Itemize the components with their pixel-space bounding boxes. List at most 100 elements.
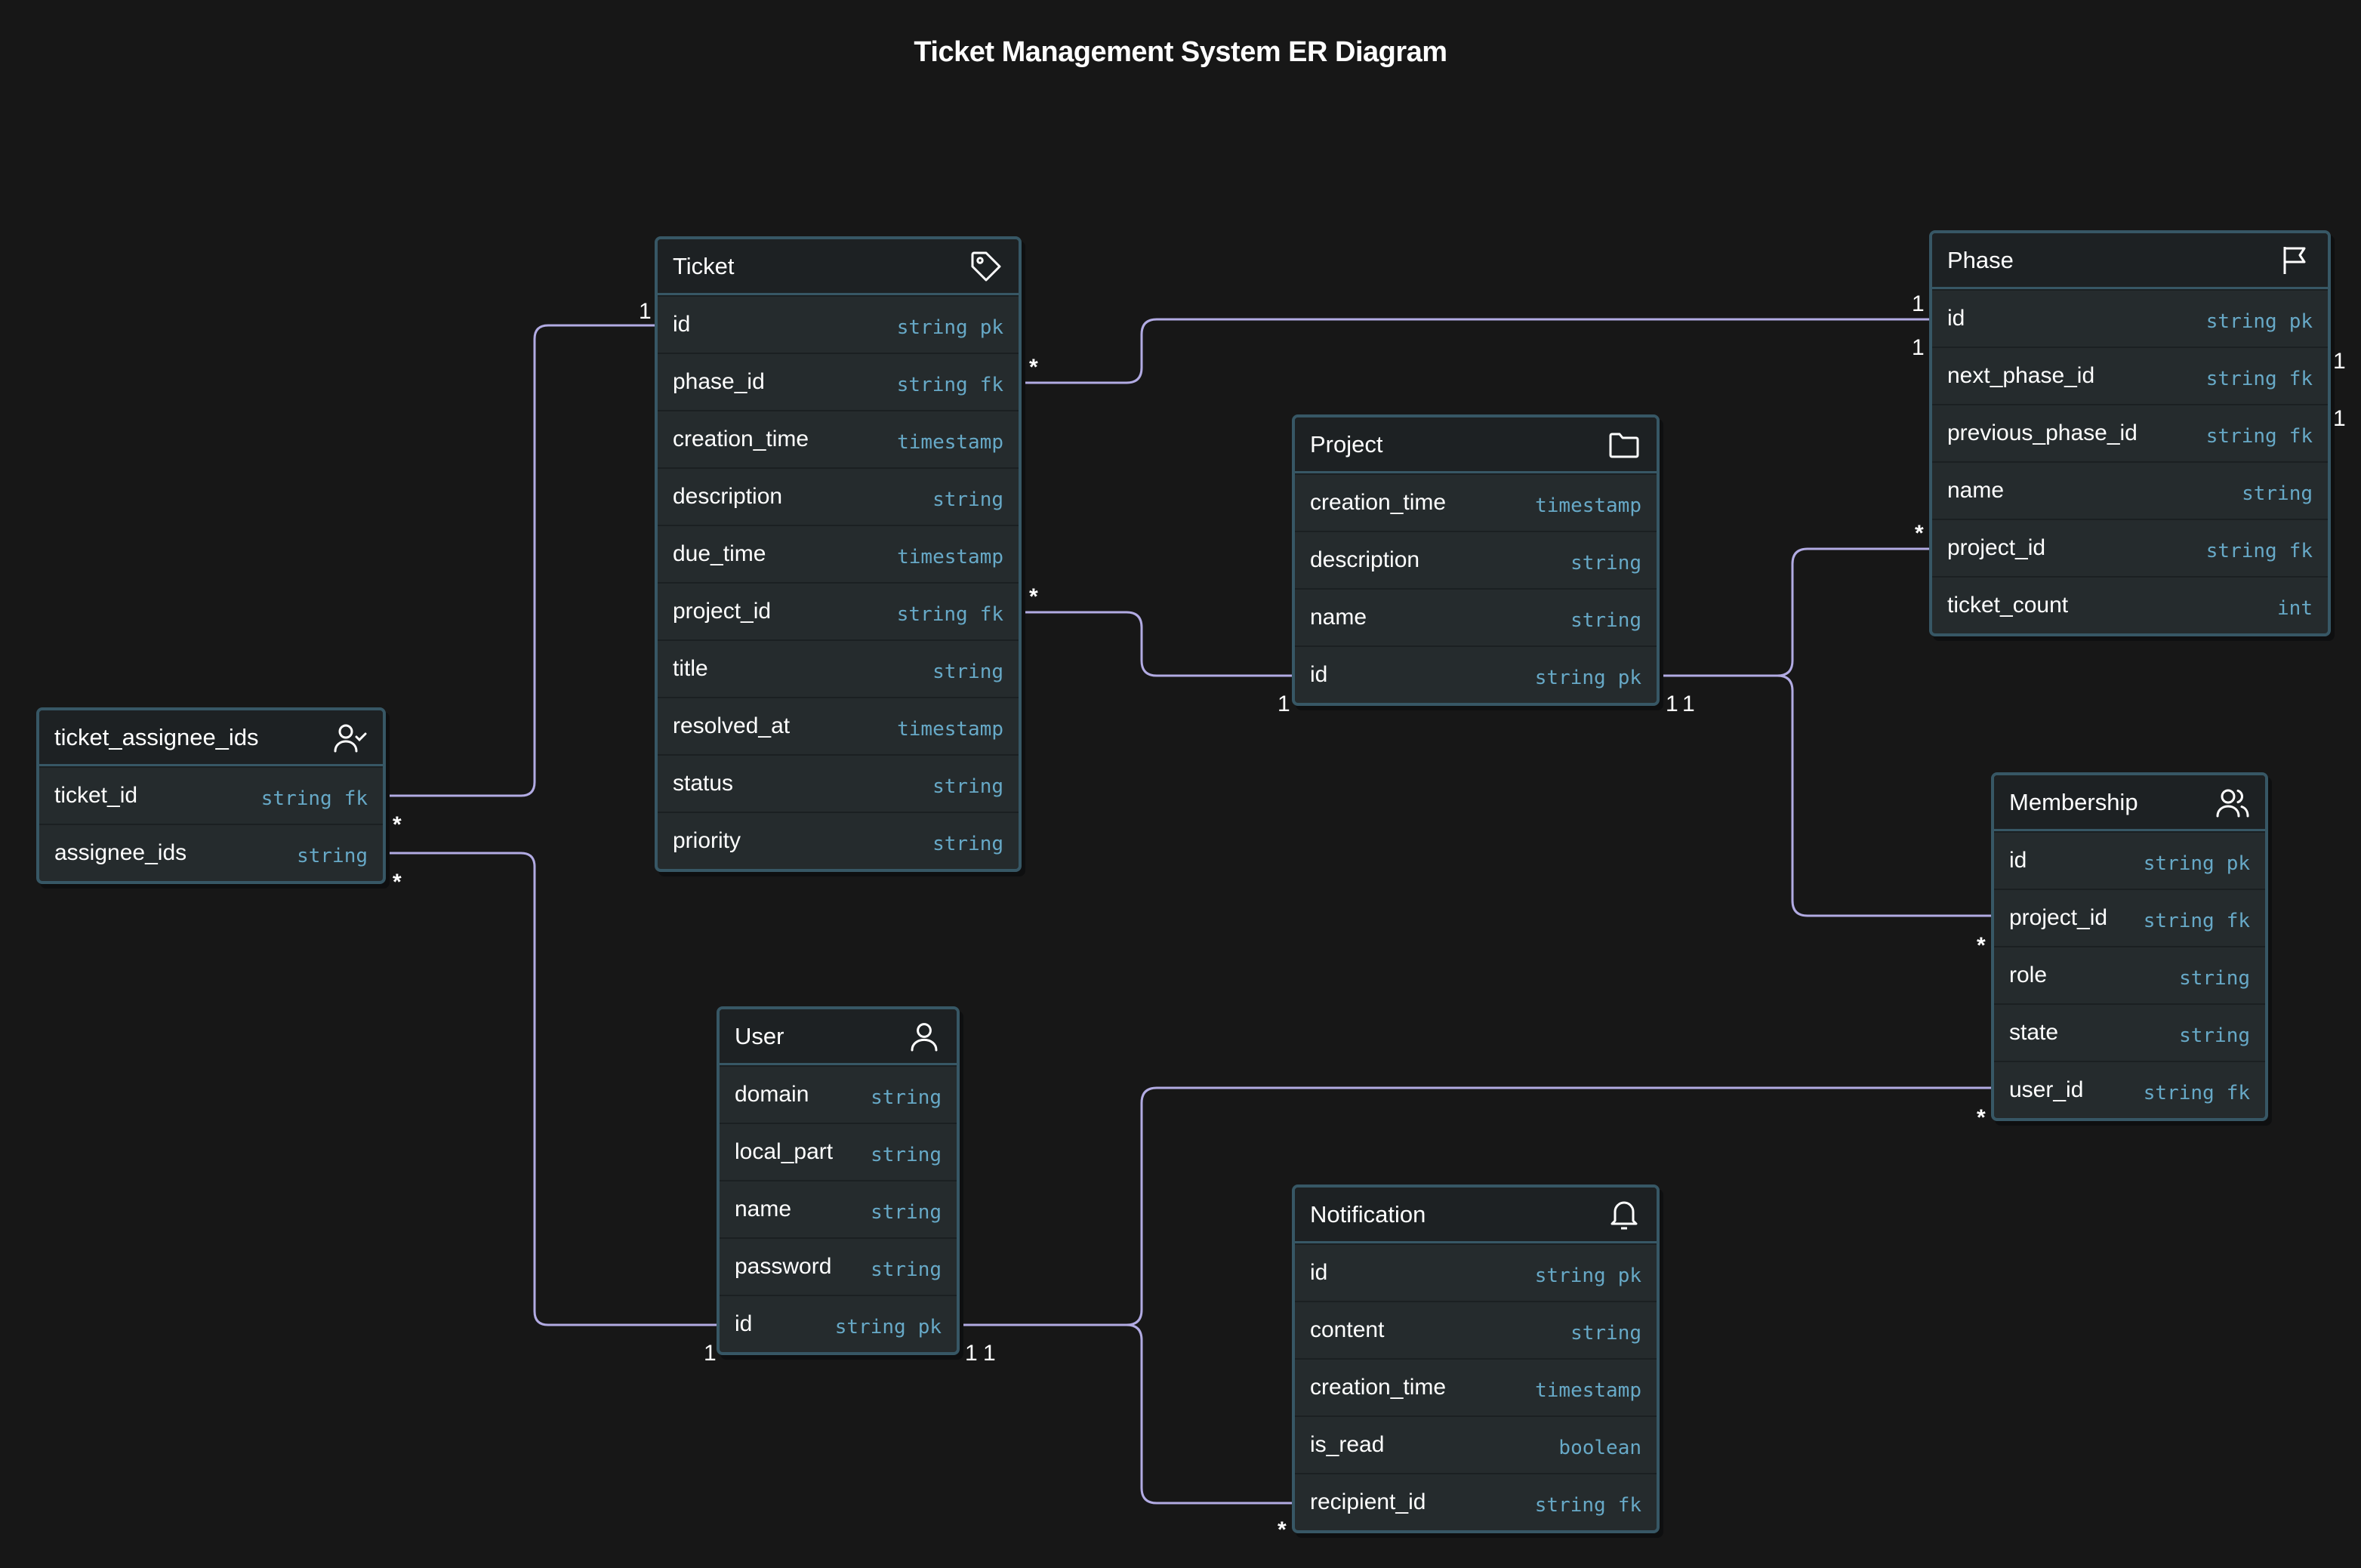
cardinality-label: 1 <box>639 299 652 324</box>
attribute-name: id <box>2009 848 2027 873</box>
entity-name: Membership <box>2009 788 2138 815</box>
cardinality-label: 1 <box>704 1341 717 1366</box>
attribute-type: string <box>297 845 368 867</box>
attribute-meta: timestamp <box>897 540 1003 568</box>
relationship-line <box>1019 318 1932 384</box>
attribute-meta: string <box>1570 546 1641 575</box>
attribute-type: string <box>2179 967 2250 990</box>
cardinality-label: 1 <box>1912 291 1925 316</box>
attribute-type: string <box>2143 1082 2215 1104</box>
attribute-type: timestamp <box>897 718 1003 741</box>
attribute-name: content <box>1310 1317 1385 1342</box>
bell-icon <box>1605 1196 1643 1234</box>
attribute-meta: string <box>932 482 1003 511</box>
entity-header[interactable]: Project <box>1295 417 1657 473</box>
entity-header[interactable]: User <box>720 1009 957 1065</box>
diagram-title: Ticket Management System ER Diagram <box>914 36 1447 68</box>
attribute-meta: int <box>2277 591 2313 620</box>
attribute-meta: string <box>1570 1316 1641 1345</box>
attribute-type: string <box>834 1316 906 1338</box>
attribute-meta: string <box>932 769 1003 798</box>
attribute-name: ticket_count <box>1947 593 2069 618</box>
attribute-name: domain <box>735 1082 809 1107</box>
entity-name: ticket_assignee_ids <box>54 723 259 750</box>
attribute-type: string <box>1570 552 1641 575</box>
entity-header[interactable]: Notification <box>1295 1188 1657 1243</box>
attribute-row-ticket-count[interactable]: ticket_count int <box>1932 576 2328 633</box>
attribute-type: string <box>1570 1322 1641 1345</box>
attribute-name: id <box>1310 662 1328 687</box>
entity-header[interactable]: Phase <box>1932 233 2328 289</box>
cardinality-label: * <box>1029 355 1038 380</box>
entity-header[interactable]: Ticket <box>658 239 1019 295</box>
attribute-meta: string <box>2242 476 2313 505</box>
attribute-meta: timestamp <box>897 712 1003 741</box>
attribute-type: string <box>2205 368 2277 390</box>
attribute-row-assignee-ids[interactable]: assignee_ids string <box>39 824 383 881</box>
attribute-name: assignee_ids <box>54 840 187 865</box>
attribute-meta: timestamp <box>897 425 1003 454</box>
attribute-meta: string <box>871 1195 942 1224</box>
attribute-row-content[interactable]: content string <box>1295 1301 1657 1358</box>
attribute-type: string <box>932 661 1003 683</box>
relationship-line <box>1657 547 1932 677</box>
attribute-type: string <box>932 833 1003 855</box>
attribute-type: string <box>2205 310 2277 333</box>
attribute-key-fk: fk <box>1617 1494 1641 1517</box>
attribute-type: string <box>871 1144 942 1166</box>
entity-name: User <box>735 1022 784 1049</box>
attribute-type: string <box>2242 482 2313 505</box>
entity-header[interactable]: ticket_assignee_ids <box>39 710 383 766</box>
entity-name: Ticket <box>673 252 735 279</box>
entity-header[interactable]: Membership <box>1994 775 2265 831</box>
attribute-key-pk: pk <box>979 316 1003 339</box>
attribute-key-fk: fk <box>344 787 368 810</box>
